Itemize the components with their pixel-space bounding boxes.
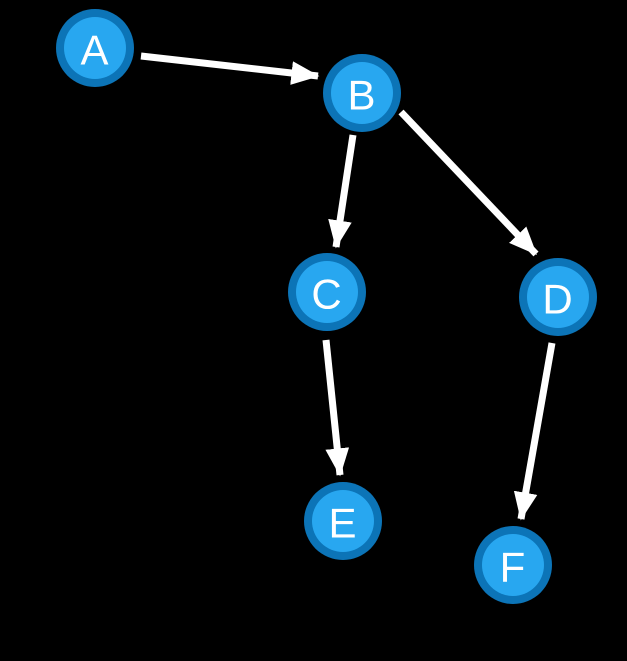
edge-A-B [140,52,320,85]
node-F-label: F [500,544,527,591]
node-B-label: B [347,72,376,119]
node-C-label: C [311,271,342,318]
node-D-label: D [542,276,573,323]
node-A-fill [64,17,126,79]
node-D[interactable]: D [519,258,597,336]
node-B[interactable]: B [323,54,401,132]
node-B-fill [331,62,393,124]
node-E[interactable]: E [304,482,382,560]
edge-B-C [328,134,357,249]
node-E-label: E [328,500,357,547]
edge-C-E [322,339,350,477]
node-A-label: A [80,27,109,74]
node-F[interactable]: F [474,526,552,604]
edge-D-F [513,342,556,521]
edge-B-D [398,109,539,257]
node-C[interactable]: C [288,253,366,331]
node-F-fill [482,534,544,596]
node-E-fill [312,490,374,552]
node-D-fill [527,266,589,328]
node-A[interactable]: A [56,9,134,87]
node-C-fill [296,261,358,323]
